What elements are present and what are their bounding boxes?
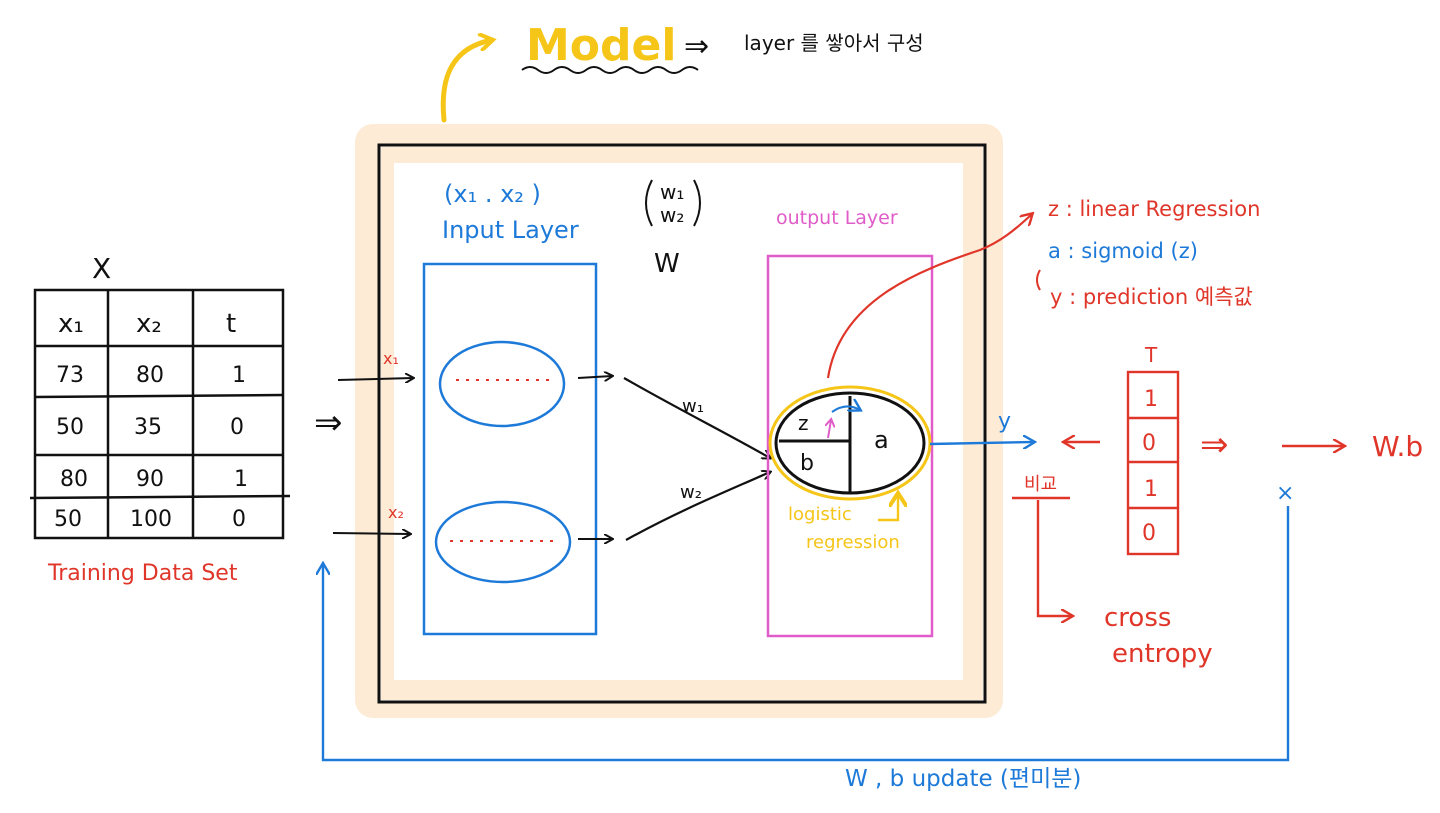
- model-frame-inner-fill-right: [963, 147, 983, 700]
- weight-vector-bracket-left: [645, 179, 653, 227]
- model-frame-inner-fill: [381, 147, 394, 700]
- compare-label: 비교: [1024, 474, 1057, 495]
- weight-matrix-label: W: [654, 249, 680, 279]
- compare-to-cross-entropy-arrow: [1036, 500, 1072, 616]
- target-value: 0: [1142, 521, 1156, 546]
- output-layer-box: [766, 254, 934, 638]
- cross-entropy-line-1: cross: [1104, 603, 1171, 633]
- table-cell: 1: [234, 467, 248, 492]
- table-cell: 80: [136, 363, 164, 388]
- logistic-label-2: regression: [806, 532, 900, 553]
- node-to-legend-arrow: [826, 214, 1032, 379]
- table-cell: 90: [136, 467, 164, 492]
- model-title: Model: [526, 20, 676, 71]
- x2-input-arrow: [332, 533, 410, 534]
- target-vector-label: T: [1144, 343, 1158, 367]
- z-to-a-blue-arrow: [831, 406, 860, 413]
- table-header-t: t: [226, 309, 236, 339]
- training-table: x₁ x₂ t 73 80 1 50 35 0 80 90 1 50 100 0: [29, 288, 291, 540]
- weight-vector-bracket-right: [693, 179, 701, 227]
- model-frame-inner-fill-bottom: [381, 680, 983, 700]
- input-node-2: [434, 500, 572, 584]
- wb-label: W.b: [1372, 430, 1423, 463]
- table-cell: 1: [232, 363, 246, 388]
- model-frame-inner-fill-top: [381, 147, 983, 163]
- model-description: layer 를 쌓아서 구성: [744, 31, 924, 55]
- target-to-result-arrow: ⇒: [1200, 425, 1229, 465]
- output-b-label: b: [800, 451, 814, 476]
- model-implies-arrow: ⇒: [684, 29, 709, 64]
- cross-entropy-line-2: entropy: [1112, 639, 1213, 669]
- table-to-model-arrow: ⇒: [314, 403, 343, 443]
- x2-input-label: x₂: [388, 503, 404, 522]
- legend-z: z : linear Regression: [1048, 197, 1260, 221]
- table-cell: 50: [56, 415, 84, 440]
- output-z-label: z: [798, 411, 809, 435]
- weight-w2: w₂: [660, 203, 684, 227]
- output-a-label: a: [874, 426, 889, 454]
- table-cell: 50: [54, 507, 82, 532]
- update-loop-arrow: [323, 506, 1290, 762]
- table-header-x2: x₂: [136, 309, 162, 339]
- table-header-label: X: [92, 252, 111, 285]
- input-node-1: [438, 340, 566, 428]
- model-underline: [521, 66, 699, 74]
- output-layer-title: output Layer: [776, 207, 898, 229]
- logistic-pointer-arrow: [878, 494, 898, 522]
- table-cell: 100: [130, 507, 172, 532]
- target-value: 1: [1144, 477, 1158, 502]
- table-cell: 73: [56, 363, 84, 388]
- input-layer-title: Input Layer: [442, 216, 579, 244]
- legend-a: a : sigmoid (z): [1048, 239, 1198, 263]
- node1-out-arrow: [577, 376, 612, 378]
- logistic-label-1: logistic: [788, 504, 852, 525]
- table-caption: Training Data Set: [47, 561, 238, 586]
- input-layer-box: [422, 262, 598, 636]
- edge-w2: [625, 472, 770, 541]
- input-vector: (x₁ . x₂ ): [444, 180, 541, 208]
- prediction-output-arrow: [929, 442, 1034, 444]
- target-value: 0: [1142, 431, 1156, 456]
- table-border: [33, 288, 285, 540]
- table-row-divider: [29, 494, 291, 500]
- weight-w1: w₁: [660, 180, 684, 204]
- table-cell: 80: [60, 467, 88, 492]
- table-cell: 0: [232, 507, 246, 532]
- target-vector: 1 0 1 0: [1126, 370, 1180, 556]
- table-header-x1: x₁: [58, 309, 84, 339]
- table-cell: 0: [230, 415, 244, 440]
- x1-input-label: x₁: [383, 349, 399, 368]
- update-x-mark: ×: [1276, 481, 1294, 506]
- edge-w1-label: w₁: [682, 396, 704, 417]
- model-arrow: [440, 40, 492, 123]
- legend-y: y : prediction 예측값: [1050, 285, 1253, 309]
- x1-input-arrow: [337, 378, 413, 380]
- target-value: 1: [1144, 387, 1158, 412]
- z-to-b-pink-arrow: [828, 420, 831, 439]
- prediction-y-label: y: [998, 409, 1011, 434]
- edge-w1: [623, 377, 770, 458]
- table-row-divider: [34, 393, 284, 399]
- legend-y-hook: [1036, 269, 1041, 291]
- update-label: W , b update (편미분): [845, 766, 1081, 792]
- edge-w2-label: w₂: [680, 482, 702, 503]
- table-cell: 35: [134, 415, 162, 440]
